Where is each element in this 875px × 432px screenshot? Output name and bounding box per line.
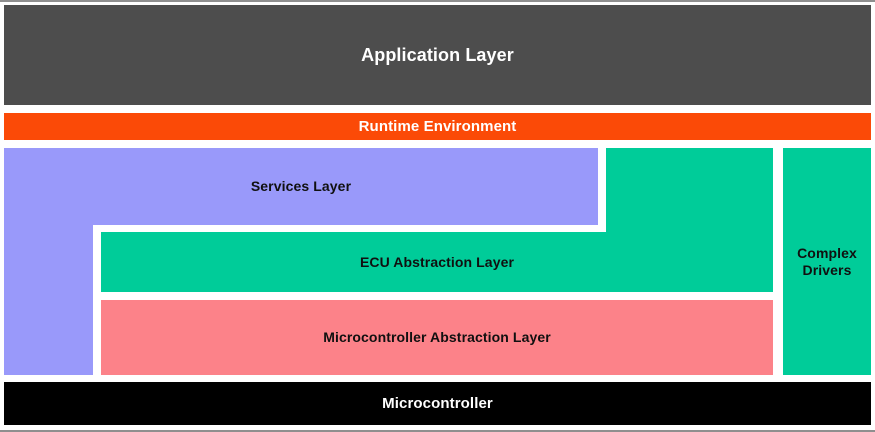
layer-services-label: Services Layer <box>250 178 352 195</box>
layer-microcontroller-abstraction-label: Microcontroller Abstraction Layer <box>323 329 551 346</box>
layer-ecu-abstraction[interactable]: ECU Abstraction Layer <box>101 232 773 292</box>
layer-application-label: Application Layer <box>361 44 514 65</box>
layer-complex-drivers-label-line2: Drivers <box>802 261 852 278</box>
diagram-bottom-border <box>0 430 875 432</box>
layer-microcontroller-label: Microcontroller <box>382 394 493 412</box>
layer-application[interactable]: Application Layer <box>4 5 871 105</box>
layer-microcontroller-abstraction[interactable]: Microcontroller Abstraction Layer <box>101 300 773 375</box>
layer-runtime-environment[interactable]: Runtime Environment <box>4 113 871 140</box>
layer-services[interactable]: Services Layer <box>4 148 598 225</box>
diagram-top-border <box>0 0 875 2</box>
layer-ecu-abstraction-label: ECU Abstraction Layer <box>359 253 515 270</box>
layer-runtime-environment-label: Runtime Environment <box>358 117 517 135</box>
layer-microcontroller[interactable]: Microcontroller <box>4 382 871 425</box>
layer-complex-drivers-label-line1: Complex <box>797 245 857 262</box>
layer-complex-drivers[interactable]: Complex Drivers <box>783 148 871 375</box>
